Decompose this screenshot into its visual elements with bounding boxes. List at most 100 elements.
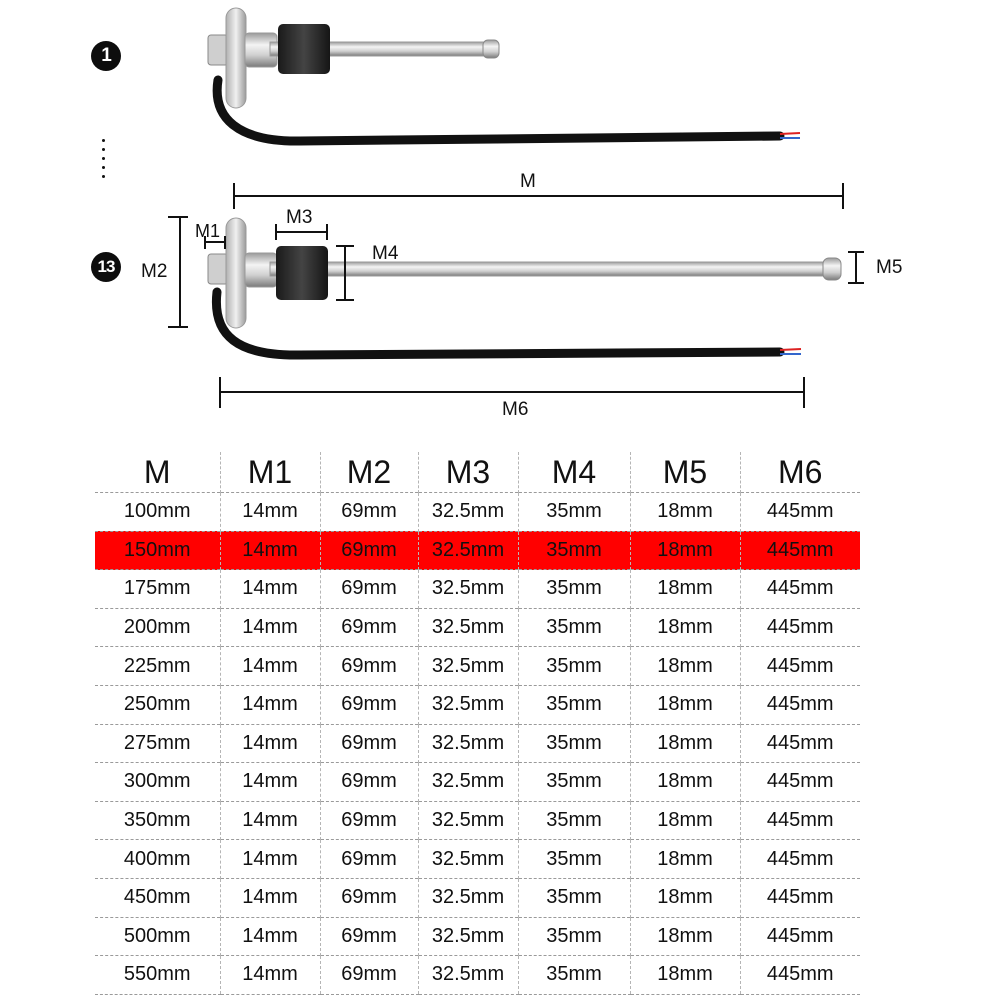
table-cell: 445mm xyxy=(739,607,860,647)
sensor-13 xyxy=(207,217,842,360)
table-cell: 14mm xyxy=(219,530,320,570)
table-cell: 450mm xyxy=(95,877,220,918)
table-cell: 445mm xyxy=(739,569,860,609)
column-header-m3: M3 xyxy=(417,452,518,493)
table-cell: 32.5mm xyxy=(417,492,518,532)
table-cell: 35mm xyxy=(517,569,630,609)
table-cell: 14mm xyxy=(219,723,320,763)
dim-line-m xyxy=(233,183,844,209)
table-cell: 250mm xyxy=(95,684,220,725)
dim-label-m2: M2 xyxy=(141,261,168,282)
table-cell: 100mm xyxy=(95,492,220,532)
table-cell: 18mm xyxy=(629,800,740,840)
table-cell: 32.5mm xyxy=(417,955,518,995)
table-cell: 445mm xyxy=(739,800,860,840)
ellipsis-dots xyxy=(102,139,106,184)
table-cell: 35mm xyxy=(517,762,630,802)
table-cell: 225mm xyxy=(95,646,220,686)
table-cell: 150mm xyxy=(95,530,220,570)
table-cell: 14mm xyxy=(219,569,320,609)
dim-line-m5 xyxy=(848,251,864,284)
table-cell: 18mm xyxy=(629,762,740,802)
table-cell: 69mm xyxy=(319,684,418,725)
table-cell: 35mm xyxy=(517,723,630,763)
sensor-1-float xyxy=(278,24,330,74)
table-cell: 35mm xyxy=(517,530,630,570)
dim-line-m4 xyxy=(336,245,354,301)
sensor-13-rod xyxy=(269,261,826,277)
table-cell: 32.5mm xyxy=(417,762,518,802)
table-cell: 35mm xyxy=(517,607,630,647)
table-cell: 69mm xyxy=(319,877,418,918)
table-cell: 175mm xyxy=(95,569,220,609)
table-cell: 69mm xyxy=(319,530,418,570)
table-cell: 69mm xyxy=(319,800,418,840)
table-cell: 32.5mm xyxy=(417,607,518,647)
dim-label-m3: M3 xyxy=(286,207,313,228)
table-cell: 18mm xyxy=(629,916,740,956)
table-cell: 35mm xyxy=(517,800,630,840)
table-cell: 445mm xyxy=(739,762,860,802)
table-cell: 14mm xyxy=(219,607,320,647)
table-cell: 14mm xyxy=(219,955,320,995)
table-cell: 18mm xyxy=(629,646,740,686)
table-cell: 32.5mm xyxy=(417,684,518,725)
sensor-13-rod-tip xyxy=(822,257,842,281)
column-header-m4: M4 xyxy=(517,452,630,493)
table-cell: 69mm xyxy=(319,916,418,956)
table-cell: 18mm xyxy=(629,955,740,995)
table-cell: 35mm xyxy=(517,839,630,879)
sensor-diagram: 1 13 M M1 M2 M3 M4 M5 M6 xyxy=(0,0,1000,440)
sensor-1-cable xyxy=(212,75,785,146)
sensor-1-connector xyxy=(207,34,229,66)
table-cell: 18mm xyxy=(629,723,740,763)
dim-line-m3 xyxy=(275,224,328,240)
table-cell: 18mm xyxy=(629,607,740,647)
table-cell: 32.5mm xyxy=(417,530,518,570)
table-cell: 300mm xyxy=(95,762,220,802)
table-cell: 445mm xyxy=(739,684,860,725)
table-cell: 32.5mm xyxy=(417,877,518,918)
table-cell: 32.5mm xyxy=(417,723,518,763)
dim-label-m6: M6 xyxy=(502,399,529,420)
dim-line-m2 xyxy=(168,216,188,328)
dim-label-m1: M1 xyxy=(195,221,221,241)
table-cell: 14mm xyxy=(219,800,320,840)
table-cell: 69mm xyxy=(319,839,418,879)
table-cell: 18mm xyxy=(629,877,740,918)
sensor-1-badge: 1 xyxy=(91,41,121,71)
table-cell: 200mm xyxy=(95,607,220,647)
table-cell: 445mm xyxy=(739,916,860,956)
table-cell: 69mm xyxy=(319,607,418,647)
column-header-m6: M6 xyxy=(739,452,860,493)
table-cell: 69mm xyxy=(319,723,418,763)
table-cell: 445mm xyxy=(739,955,860,995)
sensor-13-badge: 13 xyxy=(91,252,121,282)
table-cell: 350mm xyxy=(95,800,220,840)
table-cell: 550mm xyxy=(95,955,220,995)
sensor-1-flange xyxy=(225,7,247,109)
table-cell: 445mm xyxy=(739,646,860,686)
table-cell: 35mm xyxy=(517,492,630,532)
table-cell: 18mm xyxy=(629,530,740,570)
table-cell: 445mm xyxy=(739,530,860,570)
table-cell: 14mm xyxy=(219,877,320,918)
table-cell: 35mm xyxy=(517,955,630,995)
table-cell: 275mm xyxy=(95,723,220,763)
table-cell: 445mm xyxy=(739,723,860,763)
dim-label-m5: M5 xyxy=(876,257,903,278)
